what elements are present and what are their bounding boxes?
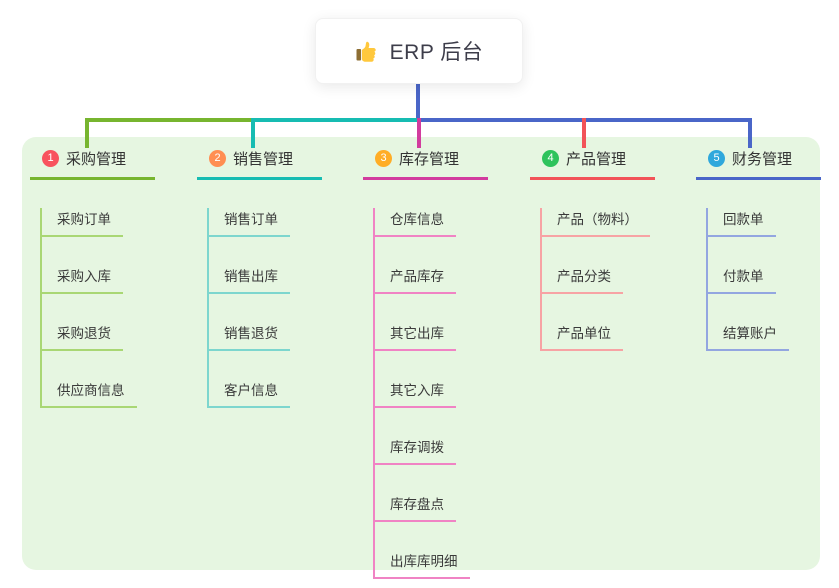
bus-segment-green xyxy=(85,118,252,122)
child-node[interactable]: 供应商信息 xyxy=(42,379,137,408)
child-node[interactable]: 仓库信息 xyxy=(375,208,456,237)
child-node[interactable]: 回款单 xyxy=(708,208,776,237)
branch: 1 采购管理 采购订单采购入库采购退货供应商信息 xyxy=(30,148,155,408)
child-node[interactable]: 库存盘点 xyxy=(375,493,456,522)
child-node[interactable]: 结算账户 xyxy=(708,322,789,351)
branch-header[interactable]: 2 销售管理 xyxy=(197,148,322,180)
child-node[interactable]: 产品分类 xyxy=(542,265,623,294)
branch-label: 财务管理 xyxy=(732,151,793,168)
child-node[interactable]: 销售出库 xyxy=(209,265,290,294)
child-node[interactable]: 产品单位 xyxy=(542,322,623,351)
branch-number-badge: 5 xyxy=(708,150,725,167)
branch-number-badge: 4 xyxy=(542,150,559,167)
branch-drop-line xyxy=(417,118,421,148)
root-label: ERP 后台 xyxy=(389,41,484,64)
child-node[interactable]: 销售订单 xyxy=(209,208,290,237)
child-node[interactable]: 产品库存 xyxy=(375,265,456,294)
bus-segment-teal xyxy=(252,118,418,122)
branch-children: 产品（物料） 产品分类产品单位 xyxy=(540,208,655,351)
branch-label: 采购管理 xyxy=(66,151,127,168)
branch-header[interactable]: 5 财务管理 xyxy=(696,148,821,180)
root-connector-line xyxy=(416,84,420,121)
child-node[interactable]: 付款单 xyxy=(708,265,776,294)
child-node[interactable]: 采购入库 xyxy=(42,265,123,294)
branch: 4 产品管理 产品（物料） 产品分类产品单位 xyxy=(530,148,655,351)
child-node[interactable]: 采购订单 xyxy=(42,208,123,237)
branch: 2 销售管理 销售订单销售出库销售退货客户信息 xyxy=(197,148,322,408)
child-node[interactable]: 产品（物料） xyxy=(542,208,650,237)
child-node[interactable]: 其它出库 xyxy=(375,322,456,351)
root-node[interactable]: ERP 后台 xyxy=(315,18,523,84)
branch-drop-line xyxy=(582,118,586,148)
branch-label: 库存管理 xyxy=(399,151,460,168)
branch-label: 销售管理 xyxy=(233,151,294,168)
branch-children: 仓库信息产品库存其它出库其它入库库存调拨库存盘点出库库明细 xyxy=(373,208,488,579)
branch-header[interactable]: 3 库存管理 xyxy=(363,148,488,180)
thumbs-up-icon xyxy=(356,41,376,62)
child-node[interactable]: 出库库明细 xyxy=(375,550,470,579)
branch-label: 产品管理 xyxy=(566,151,627,168)
branches-panel xyxy=(22,137,820,570)
branch-drop-line xyxy=(748,118,752,148)
branch-drop-line xyxy=(251,118,255,148)
branch-header[interactable]: 4 产品管理 xyxy=(530,148,655,180)
branch-children: 销售订单销售出库销售退货客户信息 xyxy=(207,208,322,408)
branch: 3 库存管理 仓库信息产品库存其它出库其它入库库存调拨库存盘点出库库明细 xyxy=(363,148,488,579)
child-node[interactable]: 销售退货 xyxy=(209,322,290,351)
branch-children: 采购订单采购入库采购退货供应商信息 xyxy=(40,208,155,408)
branch: 5 财务管理 回款单付款单结算账户 xyxy=(696,148,821,351)
branch-number-badge: 1 xyxy=(42,150,59,167)
child-node[interactable]: 库存调拨 xyxy=(375,436,456,465)
branch-number-badge: 3 xyxy=(375,150,392,167)
child-node[interactable]: 其它入库 xyxy=(375,379,456,408)
child-node[interactable]: 客户信息 xyxy=(209,379,290,408)
child-node[interactable]: 采购退货 xyxy=(42,322,123,351)
branch-children: 回款单付款单结算账户 xyxy=(706,208,821,351)
branch-header[interactable]: 1 采购管理 xyxy=(30,148,155,180)
branch-drop-line xyxy=(85,118,89,148)
branch-number-badge: 2 xyxy=(209,150,226,167)
